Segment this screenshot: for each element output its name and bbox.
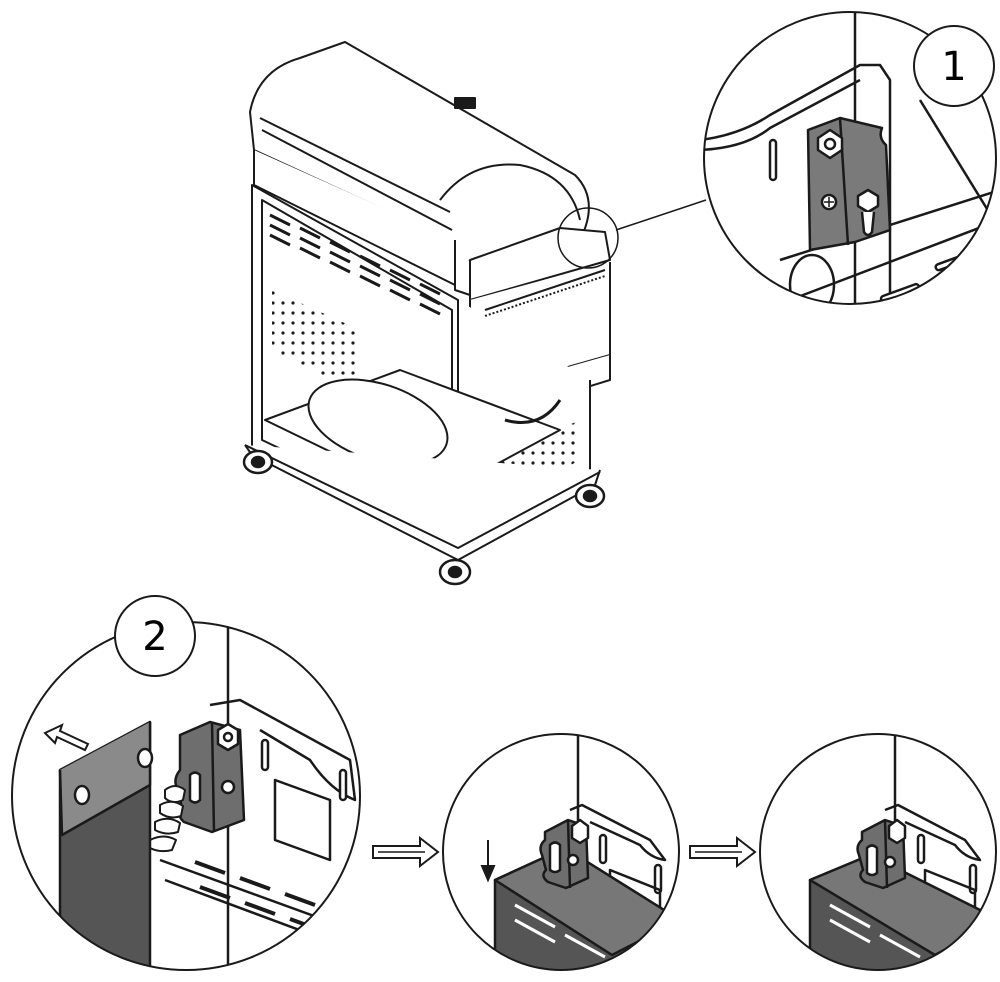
detail-4	[759, 733, 997, 971]
front-vents	[269, 213, 441, 316]
step-arrow-icon	[689, 835, 757, 869]
detail-3	[442, 733, 680, 971]
detail-4-border	[759, 733, 997, 971]
pull-direction-arrow	[43, 723, 90, 752]
step-1-label: 1	[941, 44, 966, 90]
detail-1: 1	[703, 11, 997, 305]
detail-callout-marker	[557, 207, 619, 269]
hex-nut	[570, 818, 590, 845]
step-2-label: 2	[142, 614, 167, 660]
detail-1-border	[703, 11, 997, 305]
grill-illustration	[242, 41, 619, 586]
hand	[149, 785, 186, 853]
caster-wheels	[242, 449, 606, 586]
detail-3-border	[442, 733, 680, 971]
side-burner-housing	[469, 227, 611, 301]
step-arrow-icon	[372, 835, 440, 869]
screw	[220, 779, 236, 795]
step-1-badge	[913, 25, 995, 107]
detail-2: 2	[11, 595, 361, 971]
hex-nut	[887, 818, 907, 845]
callout-leader-line	[615, 199, 707, 231]
down-arrow-icon	[480, 840, 496, 883]
step-2-badge	[114, 595, 196, 677]
